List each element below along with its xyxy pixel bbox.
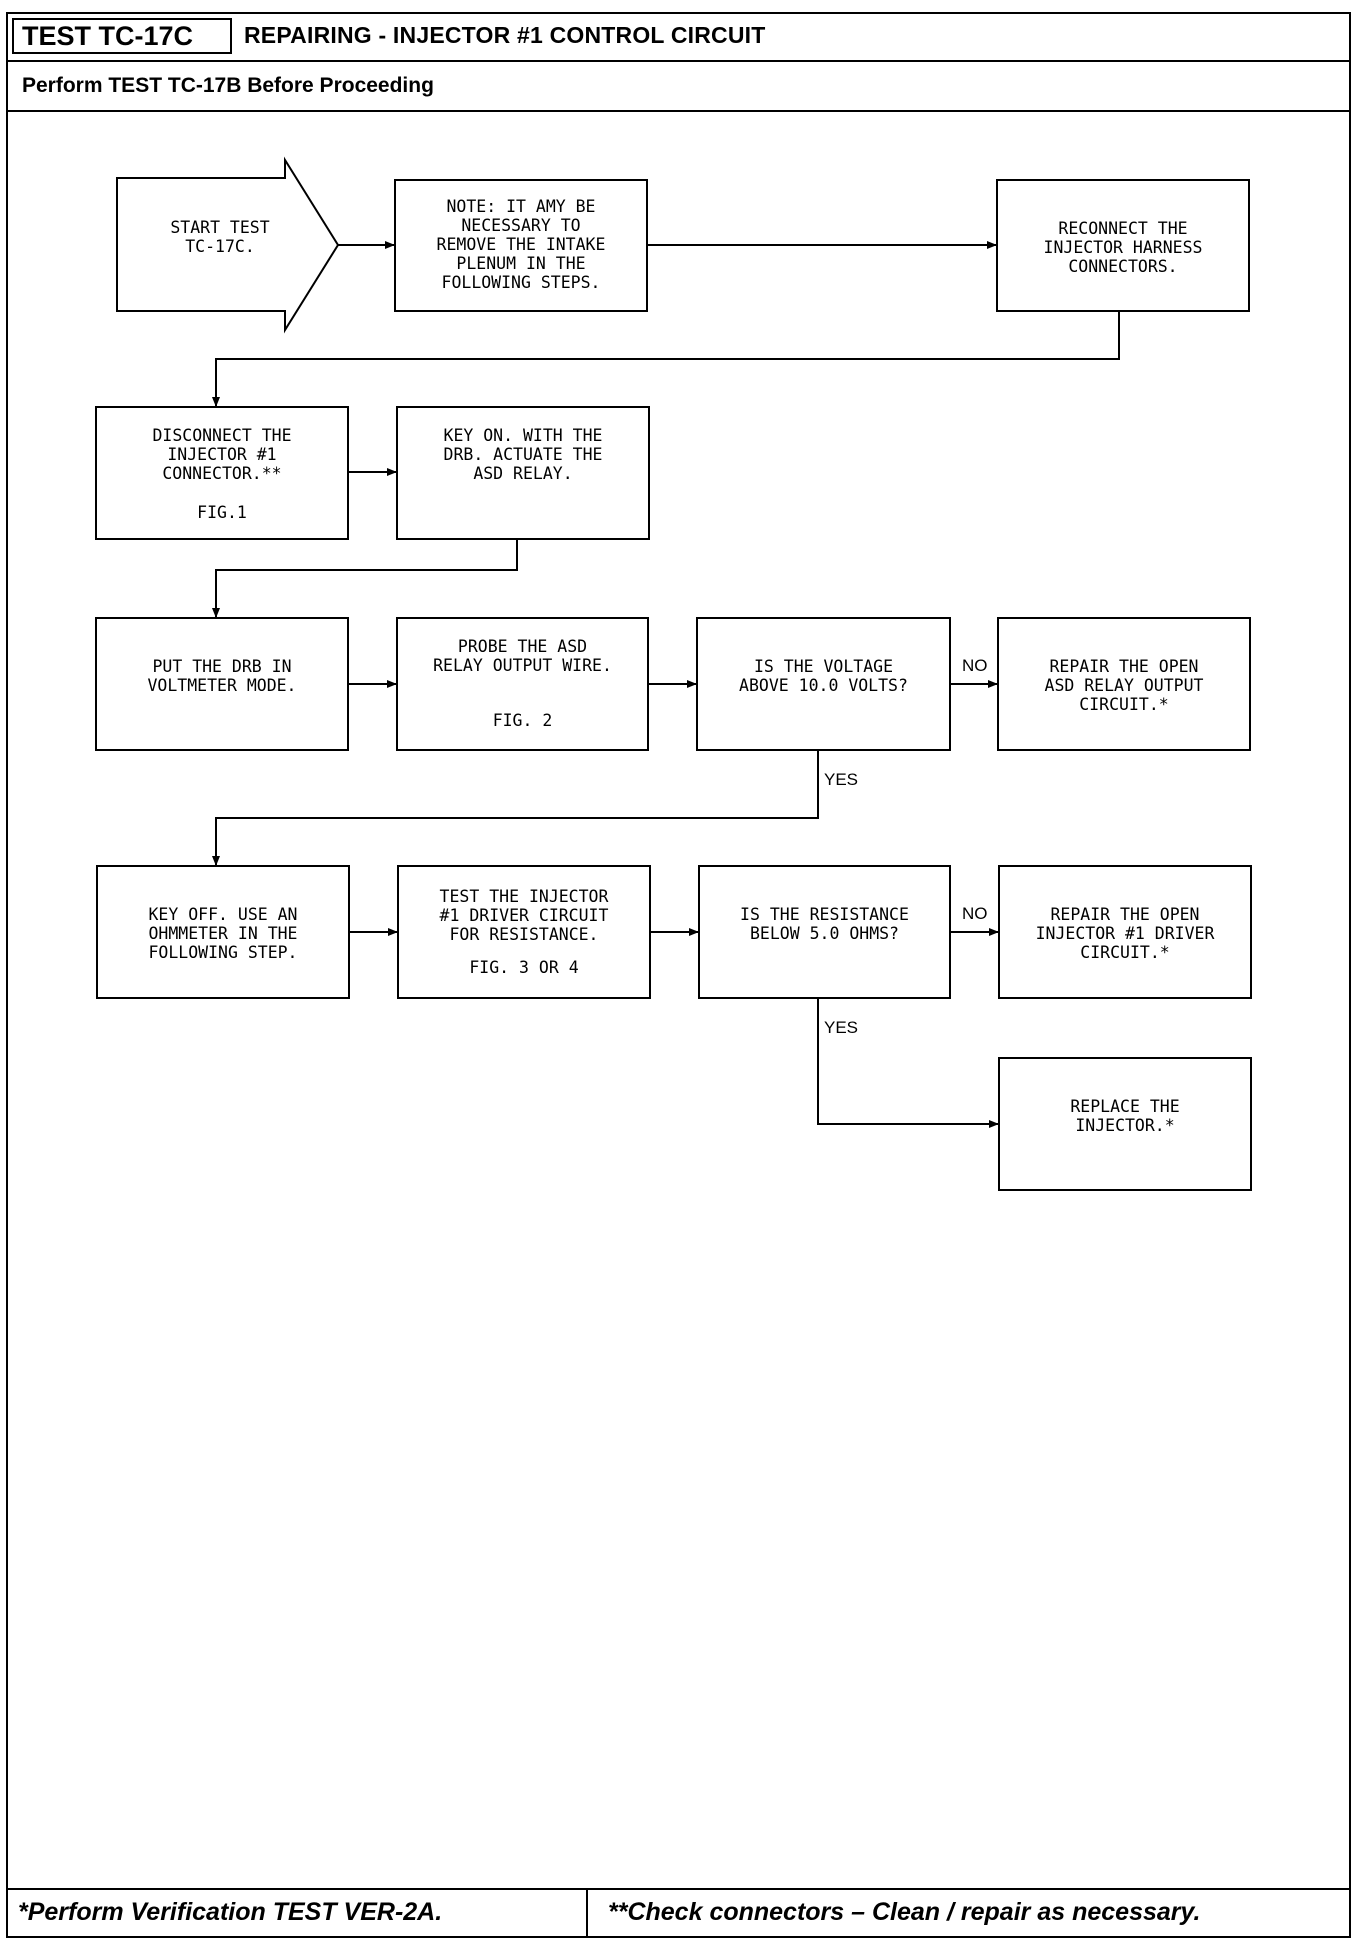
resistance-decision: IS THE RESISTANCE BELOW 5.0 OHMS? [698, 865, 951, 999]
prerequisite-note: Perform TEST TC-17B Before Proceeding [22, 74, 434, 97]
test-driver-text: TEST THE INJECTOR #1 DRIVER CIRCUIT FOR … [439, 887, 609, 944]
disconnect-text: DISCONNECT THE INJECTOR #1 CONNECTOR.** [152, 426, 292, 483]
footnote-connectors: **Check connectors – Clean / repair as n… [608, 1898, 1201, 1926]
drb-voltmeter-step: PUT THE DRB IN VOLTMETER MODE. [95, 617, 349, 751]
line-resistance-yes [817, 999, 999, 1128]
yes-label-voltage: YES [824, 770, 859, 789]
test-id: TEST TC-17C [12, 18, 232, 54]
start-test-label: START TEST TC-17C. [170, 218, 270, 256]
voltage-decision: IS THE VOLTAGE ABOVE 10.0 VOLTS? [696, 617, 951, 751]
test-driver-circuit-step: TEST THE INJECTOR #1 DRIVER CIRCUIT FOR … [397, 865, 651, 999]
probe-text: PROBE THE ASD RELAY OUTPUT WIRE. [433, 637, 612, 675]
no-label-resistance: NO [962, 904, 988, 923]
line-keyon-to-drb [212, 540, 518, 618]
repair-asd-output-step: REPAIR THE OPEN ASD RELAY OUTPUT CIRCUIT… [997, 617, 1251, 751]
repair-driver-circuit-step: REPAIR THE OPEN INJECTOR #1 DRIVER CIRCU… [998, 865, 1252, 999]
note-intake-plenum: NOTE: IT AMY BE NECESSARY TO REMOVE THE … [394, 179, 648, 312]
replace-injector-step: REPLACE THE INJECTOR.* [998, 1057, 1252, 1191]
probe-fig-ref: FIG. 2 [492, 711, 553, 730]
line-reconnect-to-disconnect [212, 312, 1120, 407]
no-label-voltage: NO [962, 656, 988, 675]
prerequisite-row: Perform TEST TC-17B Before Proceeding [8, 62, 1349, 112]
footer-notes: *Perform Verification TEST VER-2A. **Che… [8, 1888, 1349, 1936]
reconnect-harness-step: RECONNECT THE INJECTOR HARNESS CONNECTOR… [996, 179, 1250, 312]
disconnect-fig-ref: FIG.1 [197, 503, 247, 522]
test-driver-fig-ref: FIG. 3 OR 4 [469, 958, 579, 977]
line-voltage-yes [212, 751, 819, 866]
key-on-actuate-step: KEY ON. WITH THE DRB. ACTUATE THE ASD RE… [396, 406, 650, 540]
disconnect-injector-step: DISCONNECT THE INJECTOR #1 CONNECTOR.** … [95, 406, 349, 540]
yes-label-resistance: YES [824, 1018, 859, 1037]
key-off-ohmmeter-step: KEY OFF. USE AN OHMMETER IN THE FOLLOWIN… [96, 865, 350, 999]
probe-asd-step: PROBE THE ASD RELAY OUTPUT WIRE. FIG. 2 [396, 617, 649, 751]
start-arrow-shape [116, 156, 340, 334]
footnote-verification: *Perform Verification TEST VER-2A. [8, 1890, 588, 1936]
header-row: TEST TC-17C REPAIRING - INJECTOR #1 CONT… [8, 14, 1349, 62]
test-title: REPAIRING - INJECTOR #1 CONTROL CIRCUIT [244, 22, 766, 48]
test-sheet: TEST TC-17C REPAIRING - INJECTOR #1 CONT… [6, 12, 1351, 1938]
